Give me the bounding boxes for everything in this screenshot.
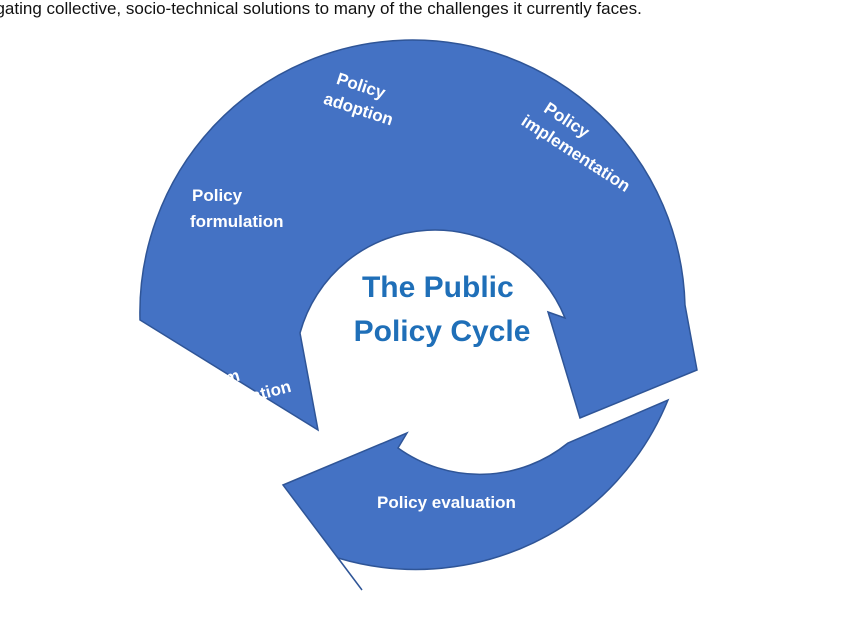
- intro-text: ngating collective, socio-technical solu…: [0, 0, 642, 18]
- diagram-title: The Public Policy Cycle: [354, 271, 531, 348]
- label-policy-formulation: Policy formulation: [190, 186, 284, 231]
- arrow-upper: [139, 39, 698, 432]
- label-policy-evaluation: Policy evaluation: [377, 493, 516, 512]
- arrow-lower: [281, 398, 670, 591]
